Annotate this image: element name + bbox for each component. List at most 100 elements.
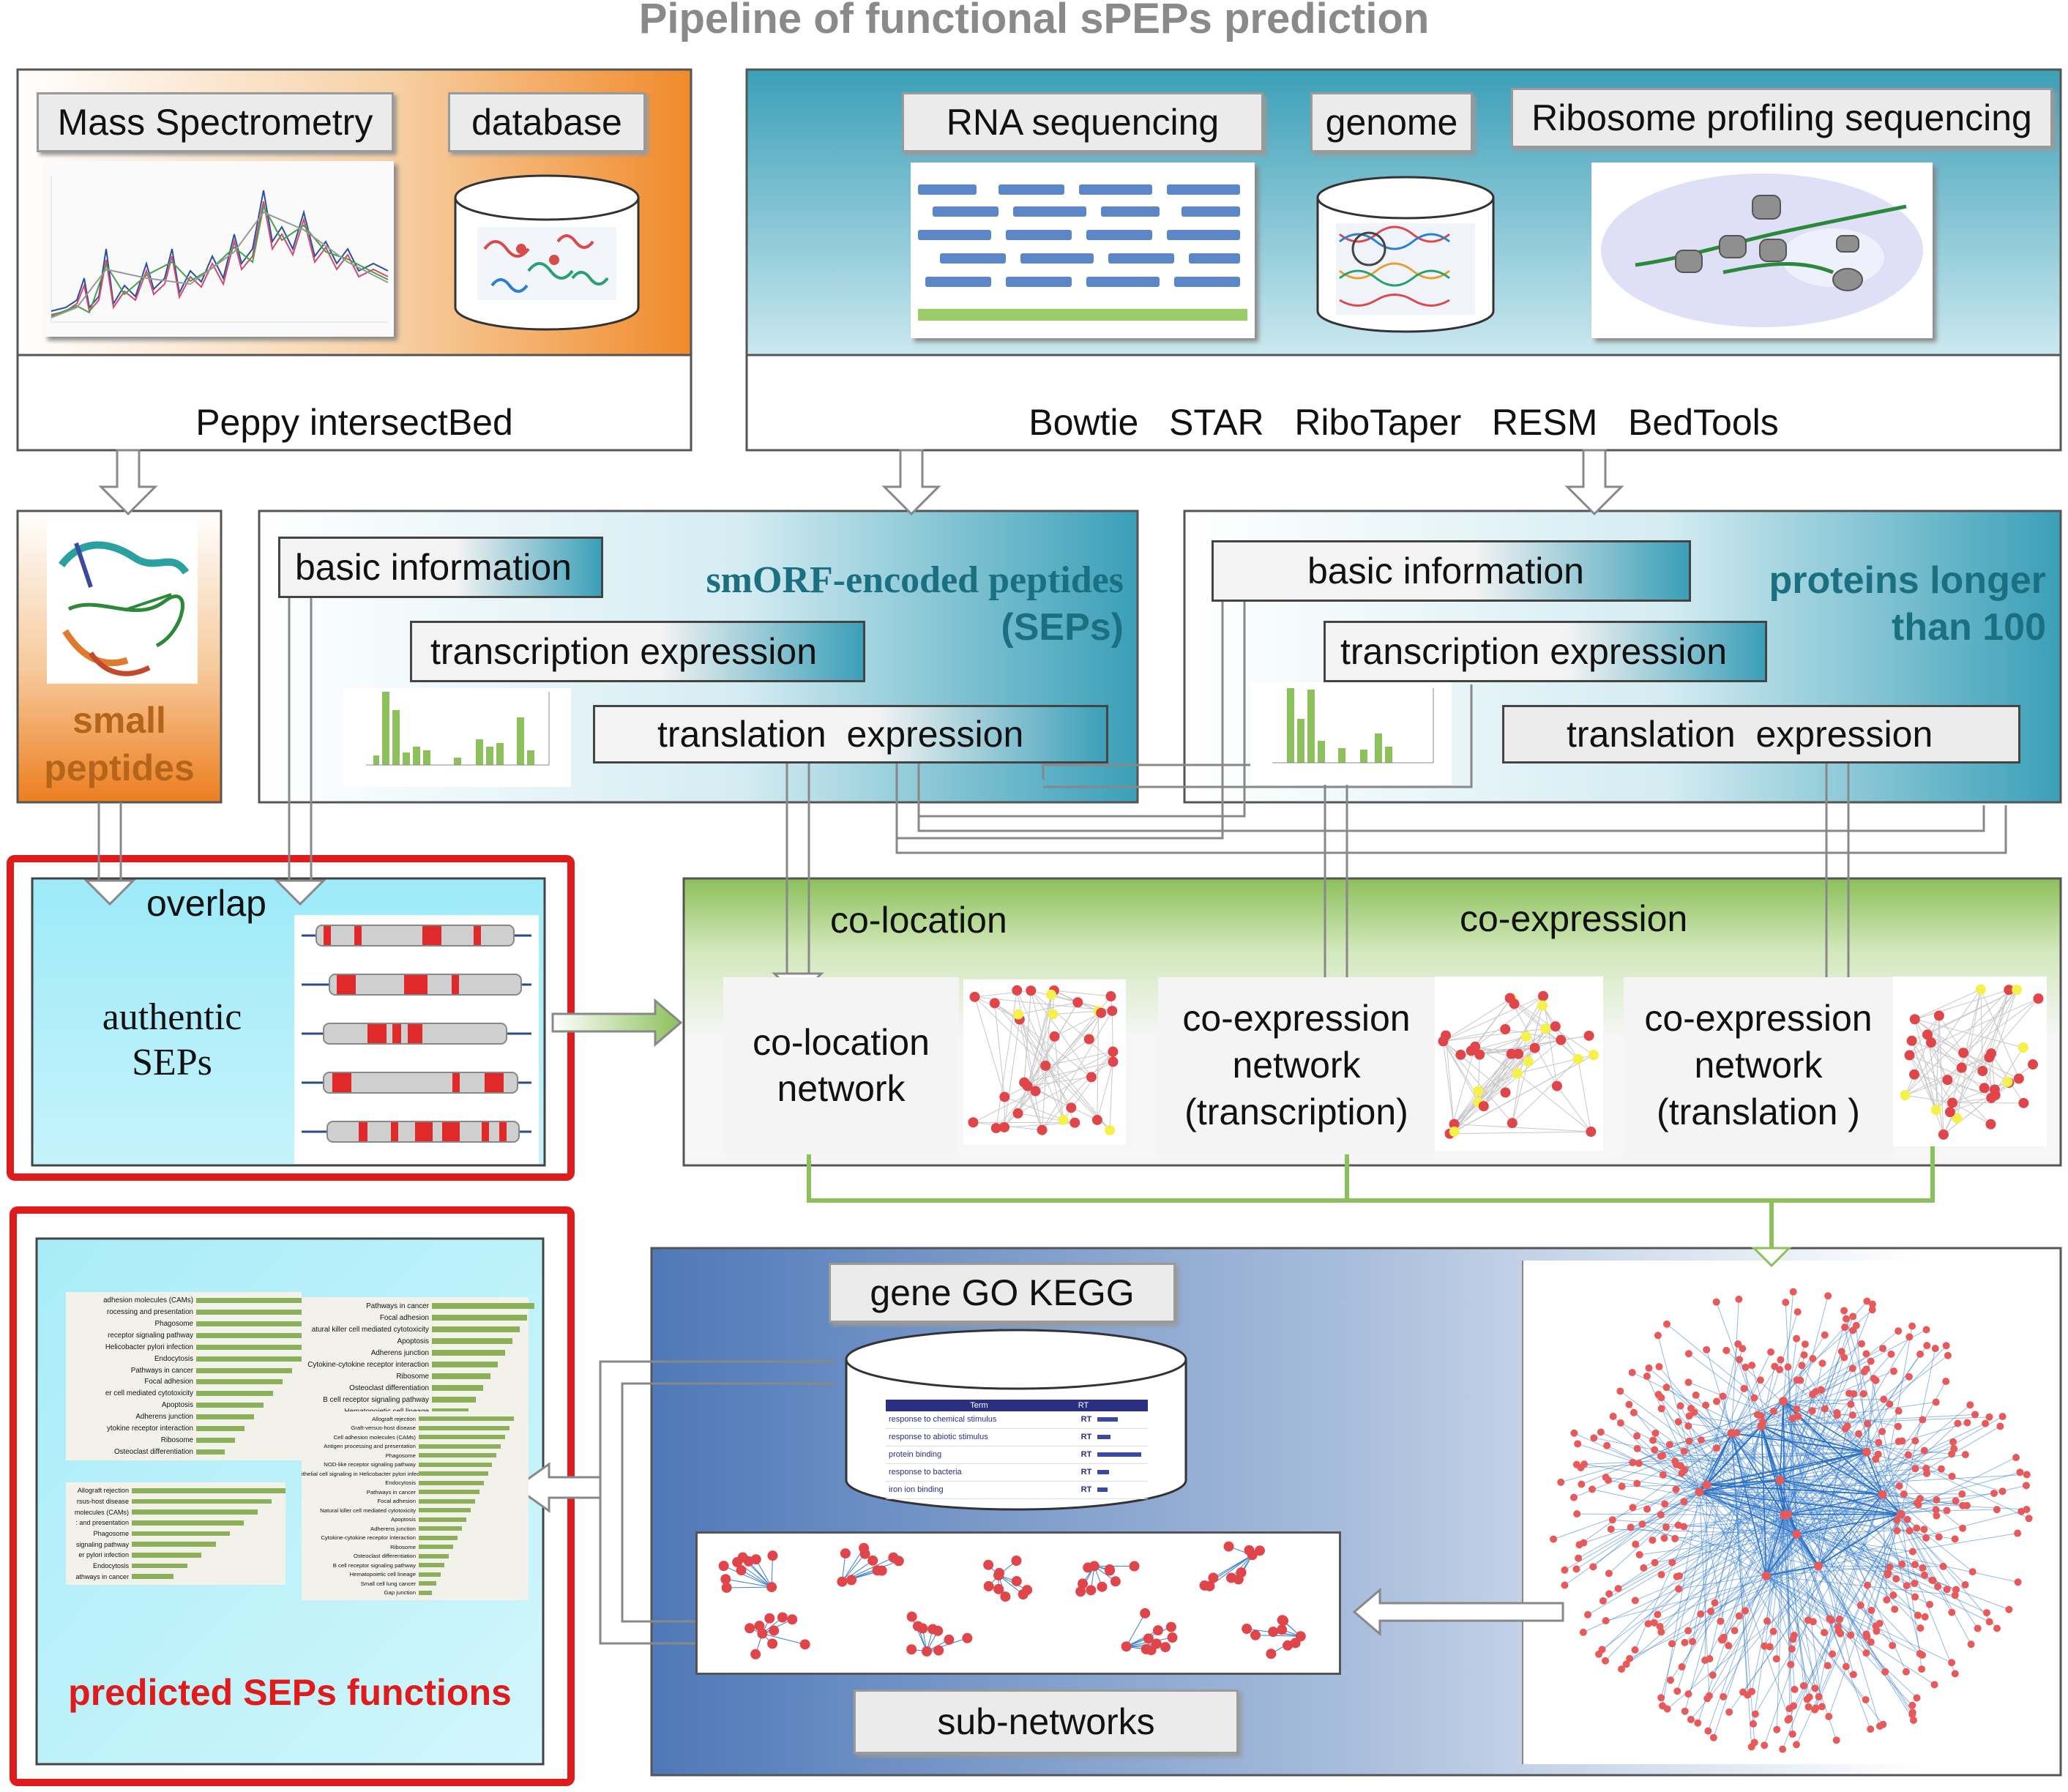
- network-node: [1788, 1414, 1796, 1422]
- network-node: [1942, 1342, 1950, 1350]
- proteins-basic-info-label: basic information: [1212, 540, 1691, 602]
- network-node: [1856, 1601, 1864, 1609]
- go-bar: [1097, 1487, 1108, 1492]
- network-node: [1512, 1068, 1523, 1079]
- network-hub: [1813, 1561, 1823, 1571]
- go-bar: [1097, 1417, 1118, 1422]
- network-node: [1689, 1638, 1697, 1646]
- network-node: [1990, 1490, 1998, 1498]
- enrichment-row: Ribosome: [302, 1370, 490, 1382]
- go-term: response to abiotic stimulus: [889, 1433, 988, 1441]
- network-node: [1848, 1411, 1856, 1419]
- enrichment-term: Osteoclast differentiation: [349, 1384, 429, 1392]
- network-node: [2017, 1042, 2028, 1053]
- network-node: [1561, 1581, 1569, 1589]
- enrichment-term: : and presentation: [75, 1519, 129, 1527]
- enrichment-row: Endocytosis: [66, 1353, 302, 1364]
- network-node: [1751, 1710, 1759, 1718]
- network-node: [1923, 1342, 1931, 1350]
- network-node: [2004, 985, 2015, 996]
- enrichment-term: rocessing and presentation: [106, 1308, 193, 1317]
- network-node: [1808, 1407, 1816, 1415]
- network-node: [1026, 985, 1037, 996]
- network-node: [1951, 1670, 1959, 1678]
- network-node: [1649, 1436, 1657, 1444]
- enrichment-row: Endocytosis: [66, 1561, 187, 1572]
- network-node: [1048, 1009, 1059, 1020]
- network-node: [1569, 1493, 1578, 1501]
- network-node: [1904, 1050, 1915, 1061]
- network-node: [1244, 1545, 1255, 1556]
- network-node: [2013, 1073, 2024, 1084]
- network-node: [1657, 1571, 1665, 1579]
- network-node: [1709, 1671, 1717, 1679]
- network-node: [1872, 1376, 1880, 1384]
- network-node: [1804, 1616, 1812, 1624]
- network-node: [1799, 1681, 1807, 1690]
- enrichment-row: er pylori infection: [66, 1550, 201, 1561]
- enrichment-term: adhesion molecules (CAMs): [103, 1296, 193, 1305]
- network-node: [767, 1550, 778, 1561]
- network-node: [1720, 1692, 1728, 1700]
- network-node: [1961, 1580, 1969, 1588]
- network-node: [1668, 1558, 1676, 1567]
- gene-go-kegg-label: gene GO KEGG: [829, 1263, 1176, 1323]
- network-node: [1818, 1359, 1826, 1367]
- network-node: [1537, 1000, 1548, 1011]
- coexpression-header: co-expression: [1460, 898, 1688, 939]
- network-node: [1605, 1590, 1613, 1598]
- network-hub: [1862, 1447, 1871, 1457]
- network-hub: [1878, 1490, 1887, 1499]
- network-node: [1908, 1548, 1916, 1556]
- network-node: [1857, 1340, 1865, 1348]
- network-node: [799, 1639, 810, 1650]
- network-node: [1898, 1560, 1906, 1568]
- network-node: [1692, 1391, 1700, 1399]
- network-node: [1782, 1299, 1790, 1307]
- network-node: [1967, 1640, 1975, 1649]
- network-node: [1875, 1722, 1884, 1731]
- network-node: [1887, 1350, 1895, 1358]
- network-node: [1735, 1295, 1743, 1303]
- enrichment-term: atural killer cell mediated cytotoxicity: [311, 1325, 429, 1334]
- network-node: [1913, 1524, 1921, 1532]
- network-node: [1932, 1506, 1940, 1514]
- network-node: [1223, 1541, 1234, 1552]
- network-node: [1793, 1741, 1801, 1749]
- network-node: [1086, 1072, 1097, 1083]
- network-node: [1075, 1586, 1086, 1597]
- network-node: [2016, 1468, 2024, 1476]
- network-node: [1787, 1660, 1795, 1668]
- network-node: [1657, 1394, 1665, 1402]
- network-node: [989, 998, 1000, 1009]
- network-node: [1167, 1632, 1178, 1643]
- network-node: [1703, 1695, 1711, 1703]
- network-node: [1618, 1482, 1626, 1490]
- network-node: [1948, 1450, 1956, 1458]
- network-node: [1277, 1624, 1288, 1635]
- database-cylinder: [448, 168, 646, 338]
- network-node: [1129, 1561, 1140, 1572]
- network-node: [1742, 1607, 1750, 1615]
- enrichment-term: Natural killer cell mediated cytotoxicit…: [320, 1507, 416, 1514]
- network-node: [1602, 1657, 1610, 1665]
- network-node: [1712, 1298, 1720, 1306]
- enrichment-term: Antigen processing and presentation: [324, 1443, 416, 1450]
- network-node: [1651, 1429, 1660, 1437]
- network-node: [1701, 1657, 1709, 1665]
- go-table-header-rt: RT: [1078, 1401, 1089, 1410]
- network-node: [872, 1565, 883, 1576]
- network-node: [1680, 1523, 1688, 1531]
- network-node: [1771, 1362, 1779, 1370]
- network-node: [1040, 1060, 1051, 1071]
- enrichment-bar: [419, 1508, 471, 1513]
- network-node: [1614, 1585, 1622, 1593]
- enrichment-bar: [132, 1574, 173, 1579]
- network-node: [1630, 1408, 1638, 1416]
- rna-reads-thumbnail: [911, 163, 1255, 338]
- network-node: [1959, 1501, 1967, 1509]
- network-node: [1777, 1356, 1785, 1364]
- network-node: [1959, 1524, 1967, 1532]
- network-hub: [1792, 1529, 1802, 1539]
- enrichment-term: Adherens junction: [370, 1525, 416, 1532]
